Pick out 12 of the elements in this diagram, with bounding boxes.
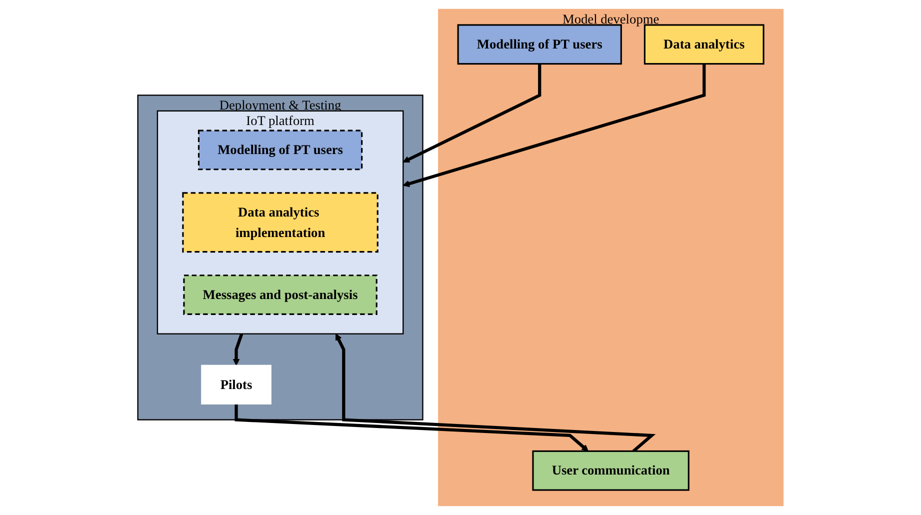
node-box: Data analytics implementation <box>182 192 378 253</box>
node-box: Data analytics <box>644 24 764 65</box>
arrow <box>336 334 656 452</box>
arrow <box>402 64 542 163</box>
node-box: User communication <box>532 450 690 491</box>
arrow <box>402 64 706 188</box>
node-box: Modelling of PT users <box>457 24 622 65</box>
node-box: Modelling of PT users <box>198 130 363 170</box>
node-box: Pilots <box>201 364 272 404</box>
node-box: Messages and post-analysis <box>183 274 378 315</box>
arrow <box>234 404 589 452</box>
arrow <box>232 333 244 366</box>
